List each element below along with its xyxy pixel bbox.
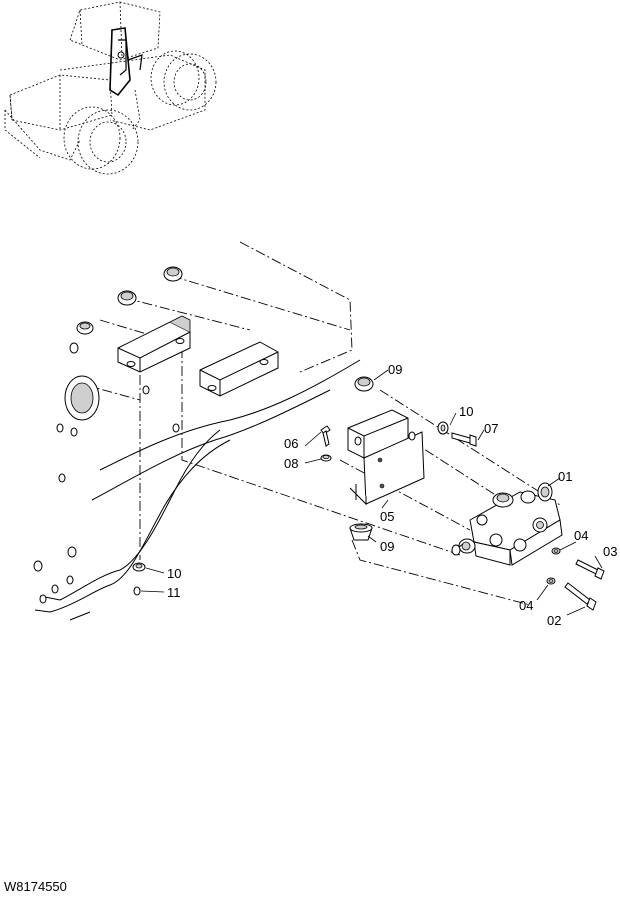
callout-01: 01 xyxy=(558,469,572,484)
bolt-03 xyxy=(575,559,605,580)
callout-05: 05 xyxy=(380,509,394,524)
callout-04-lower: 04 xyxy=(519,598,533,613)
callout-09-upper: 09 xyxy=(388,362,402,377)
washer-08 xyxy=(320,454,332,462)
washer-04-lower xyxy=(546,577,556,585)
callout-02: 02 xyxy=(547,613,561,628)
valve-block-01 xyxy=(451,482,563,566)
callout-labels: 01 02 03 04 04 05 06 07 08 09 09 10 10 1… xyxy=(167,362,617,628)
bolt-02 xyxy=(564,582,597,611)
bolt-07 xyxy=(451,432,477,447)
callout-11: 11 xyxy=(167,585,181,600)
callout-07: 07 xyxy=(484,421,498,436)
nut-11 xyxy=(133,586,141,596)
machine-overview-illustration xyxy=(4,1,217,175)
frame-brackets xyxy=(117,315,279,397)
washer-04-upper xyxy=(551,547,561,555)
callout-03: 03 xyxy=(603,544,617,559)
washer-10-upper xyxy=(437,421,449,435)
callout-04-upper: 04 xyxy=(574,528,588,543)
washer-10-lower xyxy=(132,562,146,572)
grommet-lower xyxy=(349,523,373,541)
callout-06: 06 xyxy=(284,436,298,451)
drawing-number: W8174550 xyxy=(4,879,67,894)
callout-10-upper: 10 xyxy=(459,404,473,419)
callout-10-lower: 10 xyxy=(167,566,181,581)
callout-09-lower: 09 xyxy=(380,539,394,554)
grommet-upper xyxy=(354,376,374,392)
frame-bosses xyxy=(33,266,183,604)
leader-lines xyxy=(140,369,603,616)
frame-body-edges xyxy=(34,359,361,621)
bolt-06 xyxy=(320,425,331,447)
callout-08: 08 xyxy=(284,456,298,471)
mounting-bracket-05 xyxy=(347,409,425,506)
